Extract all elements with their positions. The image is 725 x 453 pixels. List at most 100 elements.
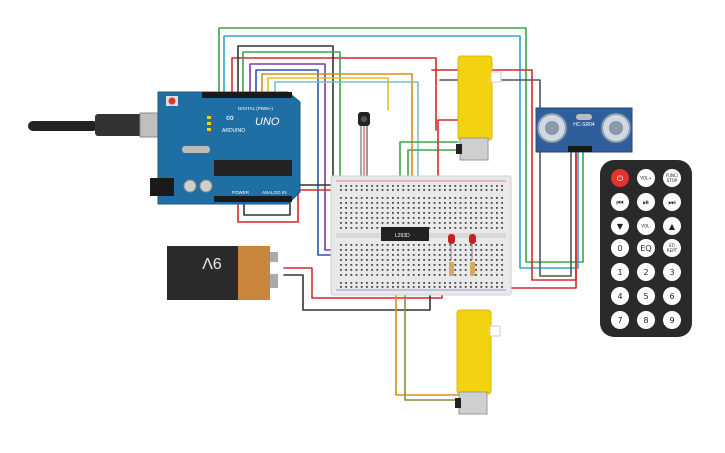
breadboard-hole [464, 274, 467, 276]
breadboard-hole [412, 189, 415, 191]
remote-button-vol-plus[interactable] [637, 169, 655, 187]
breadboard-hole [428, 264, 431, 266]
breadboard-hole [360, 202, 363, 204]
breadboard-hole [392, 254, 394, 256]
breadboard-hole [470, 244, 472, 246]
breadboard-hole [485, 202, 488, 204]
capacitor-2 [199, 179, 213, 193]
breadboard-hole [376, 212, 379, 214]
breadboard-hole [480, 222, 483, 224]
breadboard-hole [418, 217, 420, 219]
remote-button-one[interactable] [611, 263, 629, 281]
board-led-2 [207, 122, 211, 125]
breadboard-hole [397, 189, 399, 191]
remote-button-three[interactable] [663, 263, 681, 281]
breadboard-hole [345, 249, 347, 251]
breadboard-hole [397, 269, 399, 271]
breadboard-hole [340, 202, 342, 204]
breadboard-hole [412, 217, 415, 219]
breadboard-hole [480, 212, 483, 214]
remote-button-eight[interactable] [637, 311, 655, 329]
remote-button-down[interactable] [611, 217, 629, 235]
breadboard-hole [501, 197, 503, 199]
remote-button-st-rept[interactable] [663, 239, 681, 257]
breadboard-hole [350, 244, 353, 246]
breadboard-hole [381, 202, 384, 204]
breadboard-hole [464, 222, 467, 224]
breadboard-hole [501, 227, 503, 229]
breadboard-hole [501, 249, 503, 251]
breadboard-hole [449, 222, 451, 224]
breadboard-hole [402, 197, 405, 199]
breadboard-hole [402, 222, 405, 224]
remote-button-nine[interactable] [663, 311, 681, 329]
breadboard-hole [355, 227, 358, 229]
breadboard-hole [454, 185, 457, 187]
remote-button-two[interactable] [637, 263, 655, 281]
breadboard-hole [490, 282, 493, 284]
breadboard-hole [340, 264, 342, 266]
breadboard-hole [423, 254, 425, 256]
breadboard-hole [366, 212, 368, 214]
resistor-right [470, 262, 475, 276]
breadboard-hole [480, 197, 483, 199]
breadboard-hole [418, 282, 420, 284]
remote-button-eq[interactable] [637, 239, 655, 257]
remote-button-power[interactable] [611, 169, 629, 187]
remote-button-seven[interactable] [611, 311, 629, 329]
breadboard-hole [366, 264, 368, 266]
breadboard-hole [449, 259, 451, 261]
remote-button-six[interactable] [663, 287, 681, 305]
breadboard-hole [464, 282, 467, 284]
remote-button-vol-minus[interactable] [637, 217, 655, 235]
arduino-logo: ∞ [226, 112, 234, 124]
remote-button-prev[interactable] [611, 193, 629, 211]
breadboard-hole [459, 222, 462, 224]
breadboard-hole [350, 259, 353, 261]
breadboard-hole [490, 244, 493, 246]
breadboard-hole [428, 207, 431, 209]
remote-button-up[interactable] [663, 217, 681, 235]
breadboard-hole [366, 259, 368, 261]
reset-button-cap[interactable] [168, 97, 176, 105]
breadboard-hole [501, 189, 503, 191]
ultrasonic-sensor: HC-SR04 [535, 107, 633, 153]
breadboard-hole [350, 217, 353, 219]
breadboard-hole [397, 249, 399, 251]
remote-button-play[interactable] [637, 193, 655, 211]
remote-button-four[interactable] [611, 287, 629, 305]
remote-button-func-stop[interactable] [663, 169, 681, 187]
breadboard-hole [501, 217, 503, 219]
breadboard-hole [418, 197, 420, 199]
digital-header-label: DIGITAL (PWM~) [238, 106, 273, 111]
remote-button-next[interactable] [663, 193, 681, 211]
breadboard-hole [433, 222, 436, 224]
power-header-label: POWER [232, 190, 250, 195]
breadboard-hole [475, 197, 477, 199]
breadboard-hole [485, 286, 488, 288]
breadboard-hole [428, 244, 431, 246]
breadboard-hole [428, 202, 431, 204]
breadboard-hole [490, 274, 493, 276]
breadboard-hole [490, 254, 493, 256]
breadboard-hole [350, 249, 353, 251]
breadboard-hole [340, 197, 342, 199]
remote-button-label: ⏻ [617, 174, 624, 183]
breadboard-hole [355, 254, 358, 256]
breadboard-hole [496, 217, 498, 219]
remote-button-five[interactable] [637, 287, 655, 305]
breadboard-hole [412, 197, 415, 199]
remote-button-zero[interactable] [611, 239, 629, 257]
breadboard-holes [340, 185, 503, 288]
breadboard-hole [464, 212, 467, 214]
breadboard-hole [392, 185, 394, 187]
breadboard-hole [444, 274, 446, 276]
breadboard-hole [360, 259, 363, 261]
led-left-body [448, 234, 455, 244]
breadboard-hole [444, 244, 446, 246]
remote-button-label: 0 [617, 244, 622, 253]
breadboard-hole [428, 189, 431, 191]
breadboard-hole [386, 269, 389, 271]
breadboard-hole [366, 207, 368, 209]
